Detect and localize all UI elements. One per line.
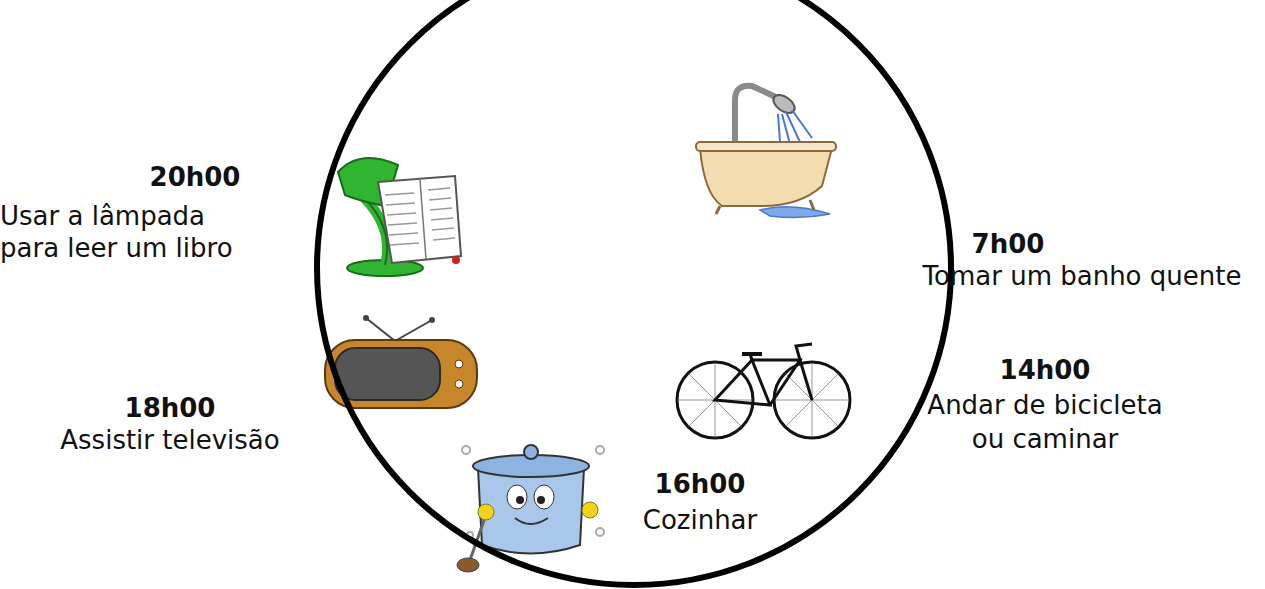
television-icon bbox=[325, 315, 477, 408]
time-label: 18h00 bbox=[95, 392, 245, 424]
activity-label: Tomar um banho quente bbox=[892, 260, 1265, 292]
time-label: 7h00 bbox=[933, 228, 1083, 260]
activity-label: Cozinhar bbox=[630, 504, 770, 536]
bathtub-icon bbox=[696, 86, 836, 218]
activity-label: Usar a lâmpada para leer um libro bbox=[0, 200, 255, 264]
time-label: 20h00 bbox=[120, 161, 270, 193]
pot-icon bbox=[457, 445, 604, 572]
lamp-icon bbox=[338, 158, 461, 276]
circle-outline bbox=[313, 0, 955, 589]
activity-label: Andar de bicicleta ou caminar bbox=[915, 388, 1175, 456]
activity-label: Assistir televisão bbox=[20, 424, 320, 456]
circle-outline bbox=[317, 0, 951, 585]
bicycle-icon bbox=[677, 344, 850, 438]
time-label: 14h00 bbox=[970, 354, 1120, 386]
time-label: 16h00 bbox=[630, 468, 770, 500]
clock-circle: 16h00Cozinhar bbox=[313, 0, 955, 589]
